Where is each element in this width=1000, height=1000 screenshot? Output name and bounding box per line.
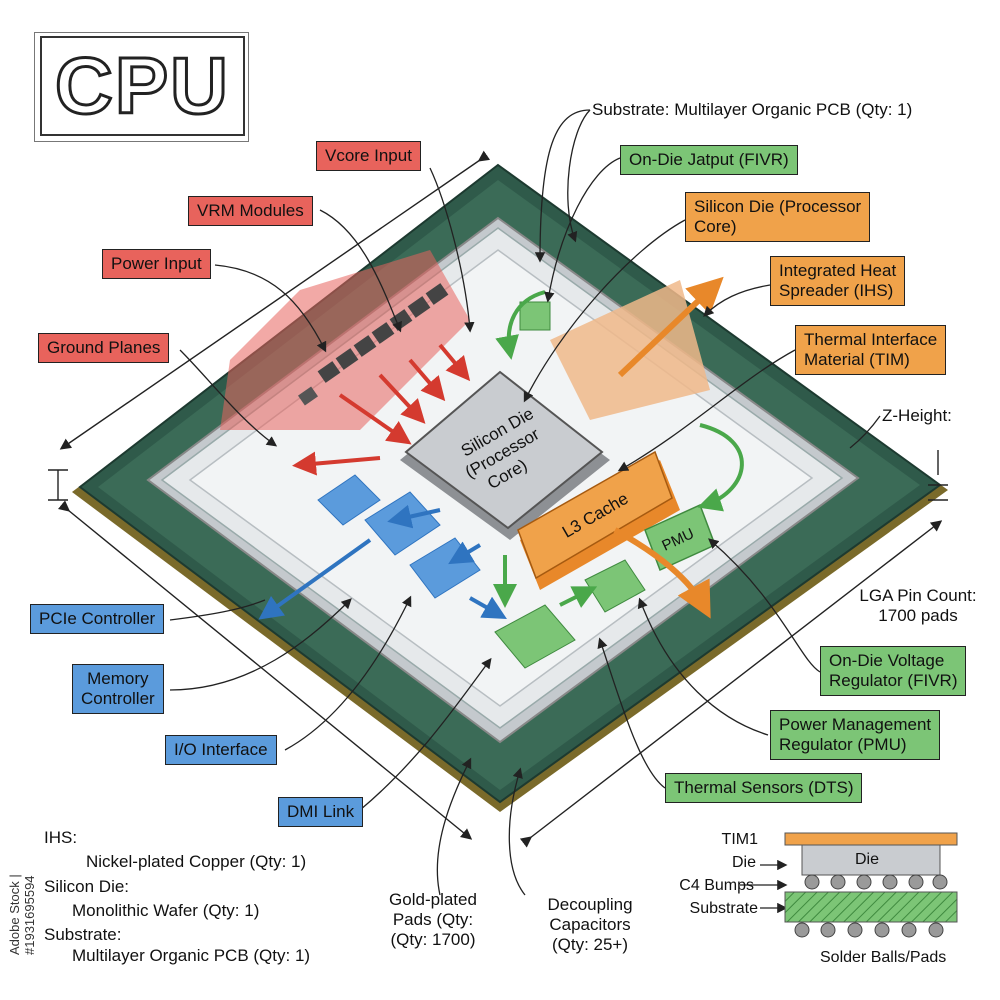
legend-substrate-title: Substrate: (44, 925, 122, 944)
label-gold-line3: (Qty: 1700) (390, 930, 476, 949)
label-lga-line2: 1700 pads (878, 606, 958, 625)
dimension-lines (48, 150, 948, 848)
label-lga: LGA Pin Count: 1700 pads (848, 586, 988, 626)
label-dmi: DMI Link (278, 797, 364, 827)
label-silicon-die-line1: Silicon Die (Processor (694, 197, 862, 216)
label-power-input: Power Input (102, 249, 211, 279)
label-on-die-jatput: On-Die Jatput (FIVR) (620, 145, 798, 175)
label-ihs: Integrated Heat Spreader (IHS) (770, 256, 906, 306)
label-pmu: Power Management Regulator (PMU) (770, 710, 941, 760)
label-decoupling-line1: Decoupling (547, 895, 633, 914)
label-memory: Memory Controller (72, 664, 164, 714)
stack-die-label: Die (731, 854, 756, 871)
label-pcie: PCIe Controller (30, 604, 165, 634)
label-lga-line1: LGA Pin Count: (859, 586, 977, 605)
label-tim-line2: Material (TIM) (804, 350, 910, 369)
label-memory-line2: Controller (81, 689, 155, 708)
leader-lines (169, 109, 881, 914)
label-pmu-line1: Power Management (779, 715, 932, 734)
label-gold-line2: Pads (Qty: (392, 910, 474, 929)
stack-tim1-label: TIM1 (721, 831, 758, 848)
label-z-height: Z-Height: (882, 406, 952, 425)
label-ihs-line1: Integrated Heat (779, 261, 897, 280)
label-tim: Thermal Interface Material (TIM) (795, 325, 947, 375)
legend-substrate-value: Multilayer Organic PCB (Qty: 1) (72, 946, 311, 965)
label-pmu-line2: Regulator (PMU) (779, 735, 907, 754)
label-ihs-line2: Spreader (IHS) (779, 281, 894, 300)
legend-ihs-value: Nickel-plated Copper (Qty: 1) (86, 852, 307, 871)
label-fivr: On-Die Voltage Regulator (FIVR) (820, 646, 967, 696)
stack-solder-label: Solder Balls/Pads (820, 949, 947, 966)
label-decoupling: Decoupling Capacitors (Qty: 25+) (530, 895, 650, 955)
label-substrate-top: Substrate: Multilayer Organic PCB (Qty: … (592, 100, 913, 119)
watermark-stamp: Adobe Stock | #1931695594 (7, 874, 37, 955)
label-fivr-line1: On-Die Voltage (829, 651, 945, 670)
legend-die-title: Silicon Die: (44, 877, 130, 896)
stack-substrate-label: Substrate (689, 900, 758, 917)
label-silicon-die-line2: Core) (694, 217, 737, 236)
label-ground-planes: Ground Planes (38, 333, 170, 363)
label-vrm-modules: VRM Modules (188, 196, 313, 226)
label-thermal-sensors: Thermal Sensors (DTS) (665, 773, 863, 803)
label-gold-pads: Gold-plated Pads (Qty: (Qty: 1700) (378, 890, 488, 950)
label-fivr-line2: Regulator (FIVR) (829, 671, 958, 690)
label-gold-line1: Gold-plated (389, 890, 477, 909)
title-box: CPU (34, 32, 249, 142)
label-decoupling-line2: Capacitors (549, 915, 631, 934)
tim-slab (550, 280, 710, 420)
stack-c4-label: C4 Bumps (679, 877, 754, 894)
label-silicon-die: Silicon Die (Processor Core) (685, 192, 871, 242)
stack-cross-section (784, 832, 958, 938)
label-decoupling-line3: (Qty: 25+) (551, 935, 629, 954)
label-io: I/O Interface (165, 735, 277, 765)
legend-die-value: Monolithic Wafer (Qty: 1) (72, 901, 260, 920)
label-tim-line1: Thermal Interface (804, 330, 938, 349)
legend-ihs-title: IHS: (44, 828, 78, 847)
label-memory-line1: Memory (87, 669, 149, 688)
stack-die-block-label: Die (855, 851, 880, 868)
label-vcore-input: Vcore Input (316, 141, 421, 171)
page-title: CPU (54, 41, 230, 130)
